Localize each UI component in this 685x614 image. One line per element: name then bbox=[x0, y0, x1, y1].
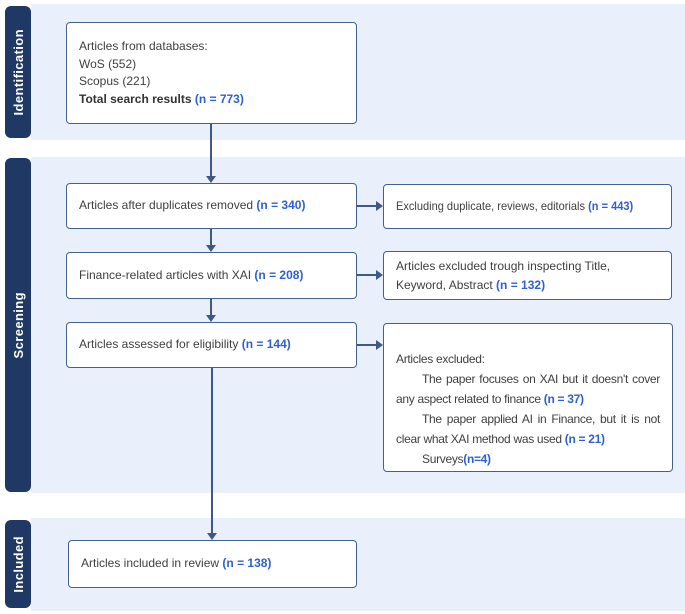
after-duplicates-text: Articles after duplicates removed bbox=[79, 198, 257, 213]
included-section-label: Included bbox=[10, 535, 26, 593]
arrow-head-down-icon bbox=[206, 176, 216, 183]
box-included-in-review: Articles included in review (n = 138) bbox=[68, 540, 357, 588]
finance-xai-count: (n = 208) bbox=[254, 267, 304, 282]
box-articles-from-databases: Articles from databases: WoS (552) Scopu… bbox=[66, 22, 357, 124]
box-finance-related-xai: Finance-related articles with XAI (n = 2… bbox=[66, 252, 357, 299]
arrow-head-down-icon bbox=[206, 315, 216, 322]
excluded-detail-item-1-count: (n = 37) bbox=[543, 392, 584, 406]
arrow-head-right-icon bbox=[376, 201, 383, 211]
included-review-text: Articles included in review bbox=[81, 556, 223, 571]
excluded-detail-item-3-count: (n=4) bbox=[463, 452, 491, 466]
identification-section-label: Identification bbox=[10, 28, 26, 116]
arrow-line bbox=[210, 229, 212, 245]
excluding-duplicate-count: (n = 443) bbox=[588, 198, 634, 213]
databases-total-line: Total search results (n = 773) bbox=[79, 91, 344, 109]
arrow-line bbox=[210, 124, 212, 176]
excluded-detail-item-2-count: (n = 21) bbox=[564, 432, 605, 446]
arrow-head-right-icon bbox=[376, 270, 383, 280]
box-excluding-duplicate-reviews-editorials: Excluding duplicate, reviews, editorials… bbox=[383, 184, 672, 229]
arrow-line bbox=[211, 368, 213, 533]
included-section-tab: Included bbox=[5, 520, 31, 608]
excluded-inspecting-line-1: Articles excluded trough inspecting Titl… bbox=[396, 258, 611, 273]
excluded-detail-item-2: The paper applied AI in Finance, but it … bbox=[396, 412, 660, 446]
arrow-head-right-icon bbox=[376, 340, 383, 350]
included-review-count: (n = 138) bbox=[222, 556, 272, 571]
identification-section-tab: Identification bbox=[5, 6, 31, 138]
box-excluded-inspecting-title-keyword-abstract: Articles excluded trough inspecting Titl… bbox=[383, 251, 672, 300]
excluded-detail-item-3: Surveys(n=4) bbox=[422, 452, 491, 466]
arrow-line bbox=[357, 344, 376, 346]
screening-section-label: Screening bbox=[10, 291, 26, 359]
databases-line-wos: WoS (552) bbox=[79, 56, 137, 71]
databases-line-1: Articles from databases: bbox=[79, 39, 208, 53]
arrow-line bbox=[210, 299, 212, 315]
box-articles-excluded-detail: Articles excluded: The paper focuses on … bbox=[383, 323, 673, 472]
excluded-inspecting-line-2: Keyword, Abstract (n = 132) bbox=[396, 277, 546, 292]
arrow-line bbox=[357, 205, 376, 207]
screening-section-tab: Screening bbox=[5, 158, 31, 492]
box-after-duplicates-removed: Articles after duplicates removed (n = 3… bbox=[66, 183, 357, 229]
excluding-duplicate-text: Excluding duplicate, reviews, editorials bbox=[396, 198, 589, 213]
excluded-detail-item-1: The paper focuses on XAI but it doesn't … bbox=[396, 372, 660, 406]
arrow-head-down-icon bbox=[206, 245, 216, 252]
eligibility-text: Articles assessed for eligibility bbox=[79, 337, 242, 352]
box-assessed-for-eligibility: Articles assessed for eligibility (n = 1… bbox=[66, 322, 357, 368]
excluded-inspecting-count: (n = 132) bbox=[496, 277, 546, 292]
arrow-line bbox=[357, 274, 376, 276]
after-duplicates-count: (n = 340) bbox=[256, 198, 306, 213]
finance-xai-text: Finance-related articles with XAI bbox=[79, 267, 255, 282]
databases-total-count: (n = 773) bbox=[194, 91, 244, 106]
excluded-detail-title: Articles excluded: bbox=[396, 352, 485, 366]
databases-line-scopus: Scopus (221) bbox=[79, 74, 151, 88]
arrow-head-down-icon bbox=[207, 533, 217, 540]
databases-total-label: Total search results bbox=[79, 91, 195, 106]
eligibility-count: (n = 144) bbox=[241, 337, 291, 352]
